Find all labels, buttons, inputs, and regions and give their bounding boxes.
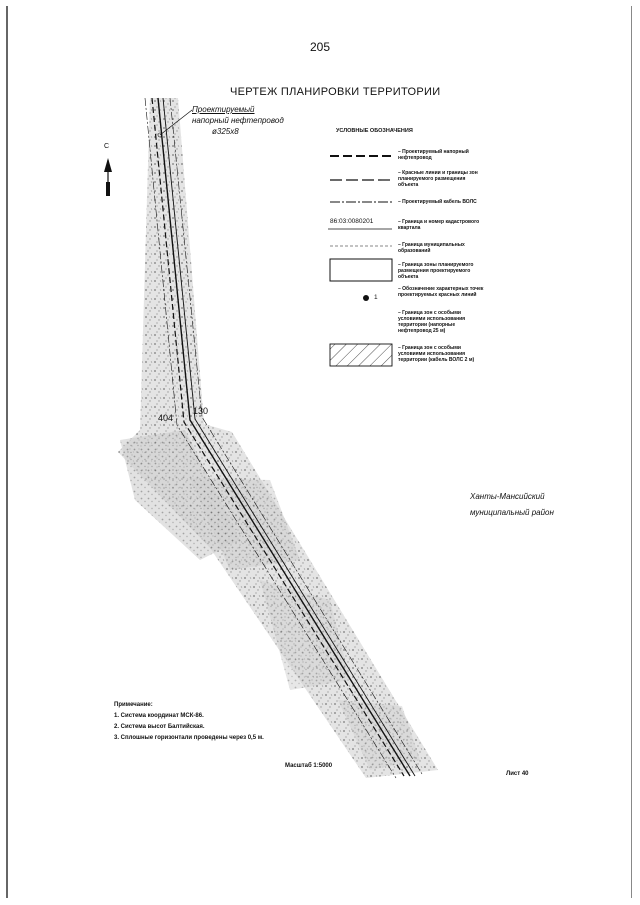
page-frame (6, 6, 632, 898)
district-line1: Ханты-Мансийский (470, 492, 545, 501)
legend-sample-point-number: 1 (374, 294, 378, 301)
sheet-label: Лист 40 (506, 771, 529, 777)
legend-sample-zone-box (329, 258, 393, 282)
note-item: 2. Система высот Балтийская. (114, 724, 205, 730)
district-label: Ханты-Мансийский муниципальный район (470, 489, 554, 521)
map-label-130: 130 (193, 406, 209, 416)
legend-item-cadastral: – Граница и номер кадастрового квартала (398, 219, 480, 231)
notes-title: Примечание: (114, 702, 153, 708)
legend-item-fiber-cable: – Проектируемый кабель ВОЛС (398, 199, 477, 205)
legend-item-cable-protection: – Граница зон с особыми условиями исполь… (398, 345, 475, 363)
north-arrow-icon (104, 158, 112, 196)
legend-item-pipeline-protection: – Граница зон с особыми условиями исполь… (398, 310, 466, 334)
note-item: 1. Система координат МСК-86. (114, 713, 204, 719)
note-item: 3. Сплошные горизонтали проведены через … (114, 735, 264, 741)
legend-title: УСЛОВНЫЕ ОБОЗНАЧЕНИЯ (336, 128, 413, 134)
pipeline-callout-line3: ø325х8 (212, 127, 239, 136)
notes: Примечание: 1. Система координат МСК-86.… (114, 700, 264, 744)
legend-item-municipal: – Граница муниципальных образований (398, 242, 465, 254)
pipeline-callout-line1: Проектируемый (192, 105, 255, 114)
legend-samples (328, 155, 393, 367)
district-line2: муниципальный район (470, 508, 554, 517)
pipeline-callout: Проектируемый напорный нефтепровод ø325х… (192, 104, 284, 137)
legend-item-red-lines: – Красные линии и границы зон планируемо… (398, 170, 478, 188)
pipeline-route (144, 97, 423, 779)
legend-sample-hatched-zone (329, 343, 393, 367)
map-label-404: 404 (158, 413, 174, 423)
drawing-title: ЧЕРТЕЖ ПЛАНИРОВКИ ТЕРРИТОРИИ (230, 86, 441, 98)
callout-leader-line (159, 109, 193, 136)
legend-item-zone: – Граница зоны планируемого размещения п… (398, 262, 474, 280)
scale-label: Масштаб 1:5000 (285, 763, 333, 769)
legend-sample-cadastral-number: 86:03:0080201 (330, 218, 374, 225)
legend-item-pipeline: – Проектируемый напорный нефтепровод (398, 149, 469, 161)
pipeline-callout-line2: напорный нефтепровод (192, 116, 284, 125)
north-label: С (104, 143, 110, 150)
callout-anchor (157, 132, 163, 138)
page-number: 205 (309, 40, 331, 54)
legend-sample-point (363, 295, 369, 301)
legend-item-points: – Обозначение характерных точек проектир… (398, 286, 484, 298)
terrain-corridor (118, 98, 438, 778)
